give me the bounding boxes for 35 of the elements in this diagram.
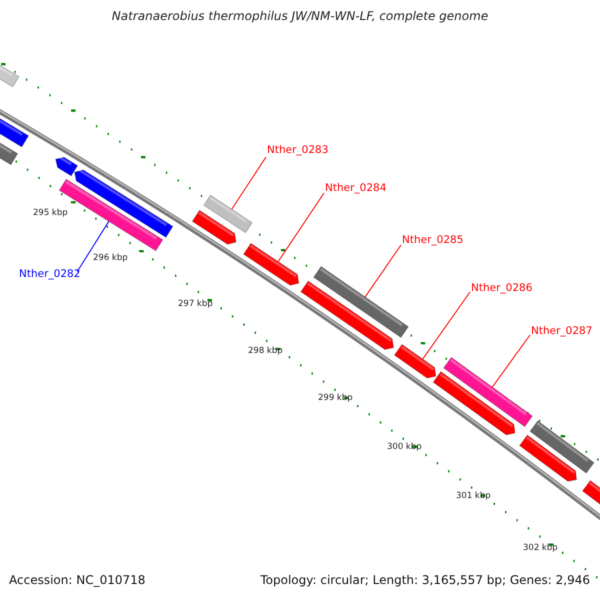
diagram-title: Natranaerobius thermophilus JW/NM-WN-LF, complete genome (110, 10, 490, 24)
scale-label: 296 kbp (93, 254, 128, 264)
gene-feature (519, 434, 577, 482)
scale-label: 295 kbp (33, 209, 68, 218)
gene-feature (529, 420, 595, 474)
scale-label: 299 kbp (318, 394, 353, 404)
gene-feature (243, 242, 300, 286)
gene-label: Nther_0286 (471, 283, 532, 295)
leader-line (278, 192, 324, 262)
leader-line (231, 156, 266, 210)
gene-feature (394, 344, 436, 379)
leader-line (364, 244, 402, 298)
scale-label: 298 kbp (248, 347, 283, 356)
gene-label: Nther_0285 (402, 235, 464, 247)
gene-feature (0, 140, 18, 166)
genome-info-note: Topology: circular; Length: 3,165,557 bp; Genes: 2,946 (260, 574, 590, 588)
scale-label: 301 kbp (456, 492, 491, 502)
gene-feature (443, 356, 533, 428)
gene-feature (313, 266, 409, 338)
leader-line (492, 334, 530, 388)
scale-label: 300 kbp (387, 443, 422, 452)
leader-line (422, 292, 470, 360)
gene-feature (300, 280, 394, 350)
gene-feature (74, 168, 174, 238)
gene-feature (432, 371, 516, 436)
scale-label: 302 kbp (523, 544, 558, 554)
scale-label: 297 kbp (178, 300, 213, 310)
gene-feature (192, 210, 237, 245)
gene-feature (55, 156, 78, 176)
gene-label: Nther_0282 (19, 269, 80, 281)
gene-label: Nther_0283 (267, 145, 328, 157)
gene-label: Nther_0287 (531, 326, 592, 338)
gene-feature (203, 194, 253, 234)
accession-note: Accession: NC_010718 (9, 574, 146, 588)
gene-label: Nther_0284 (325, 183, 386, 195)
